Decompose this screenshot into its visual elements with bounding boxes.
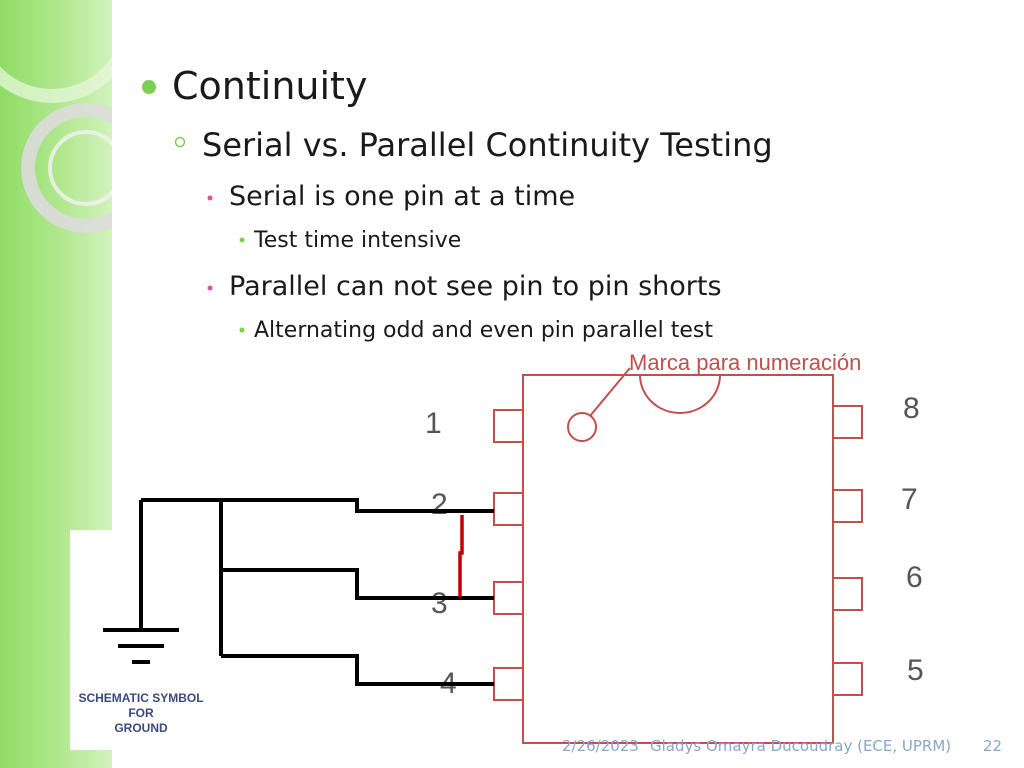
ground-label-line-1: SCHEMATIC SYMBOL xyxy=(78,691,203,705)
marker-label: Marca para numeración xyxy=(629,350,861,375)
ground-wiring xyxy=(103,498,494,686)
pin-2 xyxy=(493,492,524,526)
wire-pin2 xyxy=(141,498,494,513)
pin1-marker xyxy=(567,412,597,442)
footer-page-number: 22 xyxy=(983,737,1003,755)
sub-bullet-test-time: Test time intensive xyxy=(254,228,462,253)
pin-label-1: 1 xyxy=(425,407,442,440)
bullet-dot-icon xyxy=(207,285,213,291)
bullet-dot-icon xyxy=(207,195,213,201)
subtitle-bullet-icon xyxy=(174,136,186,148)
sub-bullet-dot-icon xyxy=(239,327,245,333)
bullet-serial: Serial is one pin at a time xyxy=(229,181,576,212)
pin-5 xyxy=(832,662,863,696)
short-indicator xyxy=(458,515,464,597)
sub-bullet-alternating: Alternating odd and even pin parallel te… xyxy=(254,318,713,343)
marker-pointer xyxy=(589,367,631,417)
pin-label-8: 8 xyxy=(903,392,920,425)
pin-3 xyxy=(493,581,524,615)
bullet-parallel: Parallel can not see pin to pin shorts xyxy=(229,271,722,302)
pin-label-7: 7 xyxy=(901,483,918,516)
footer-author: Gladys Omayra Ducoudray (ECE, UPRM) xyxy=(650,737,952,755)
ground-label-line-3: GROUND xyxy=(114,721,168,735)
wire-pin4 xyxy=(221,654,494,686)
pin-label-2: 2 xyxy=(431,488,448,521)
pin-1 xyxy=(493,409,524,443)
ground-label-line-2: FOR xyxy=(128,706,154,720)
footer-date: 2/26/2023 xyxy=(562,737,639,755)
pin-label-6: 6 xyxy=(906,561,923,594)
slide-title: Continuity xyxy=(172,64,368,108)
wire-pin3 xyxy=(221,568,494,600)
title-bullet-icon xyxy=(142,80,156,94)
pin-label-3: 3 xyxy=(431,587,448,620)
pin-7 xyxy=(832,489,863,523)
slide-subtitle: Serial vs. Parallel Continuity Testing xyxy=(202,126,773,164)
chip-body xyxy=(522,374,834,744)
decorative-circles xyxy=(0,55,112,233)
sub-bullet-dot-icon xyxy=(239,237,245,243)
chip-notch xyxy=(639,374,721,414)
pin-4 xyxy=(493,667,524,701)
pin-6 xyxy=(832,577,863,611)
sidebar-decoration xyxy=(0,0,112,768)
pin-8 xyxy=(832,405,863,439)
pin-label-5: 5 xyxy=(907,654,924,687)
